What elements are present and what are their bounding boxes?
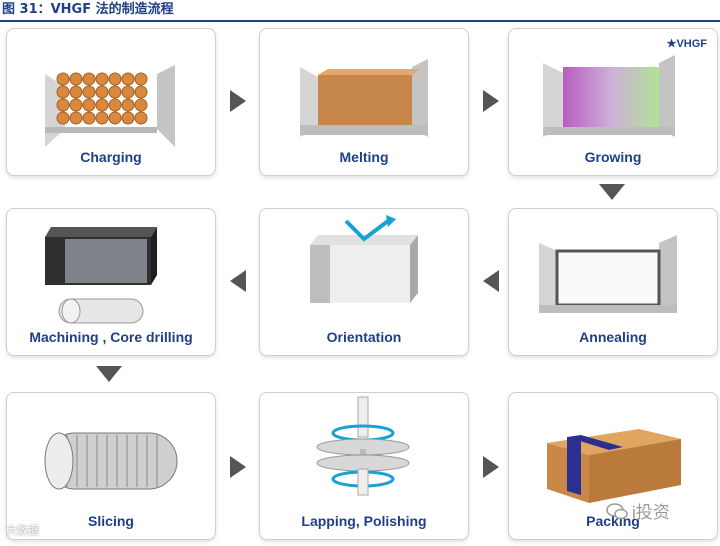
- step-charging: Charging: [6, 28, 216, 176]
- packing-illustration: [547, 429, 681, 503]
- arrow-right: [483, 456, 499, 478]
- step-machining: Machining , Core drilling: [6, 208, 216, 356]
- step-packing: Packing: [508, 392, 718, 540]
- wechat-icon: [606, 502, 628, 520]
- melting-illustration: [300, 59, 428, 137]
- title-rule: [0, 20, 720, 22]
- step-label: Charging: [80, 149, 142, 165]
- arrow-right: [483, 90, 499, 112]
- machining-illustration: [45, 227, 157, 324]
- step-annealing: Annealing: [508, 208, 718, 356]
- step-label: Orientation: [326, 329, 402, 345]
- step-melting: Melting: [259, 28, 469, 176]
- arrow-down: [599, 184, 625, 200]
- slicing-illustration: [44, 432, 178, 490]
- step-label: Machining , Core drilling: [29, 329, 193, 345]
- step-lapping: Lapping, Polishing: [259, 392, 469, 540]
- figure-title: 图 31：VHGF 法的制造流程: [2, 2, 174, 17]
- growing-illustration: [543, 55, 675, 137]
- watermark-left: 大数据: [6, 525, 39, 537]
- step-label: Lapping, Polishing: [301, 513, 427, 529]
- arrow-right: [230, 456, 246, 478]
- orientation-illustration: [310, 215, 418, 303]
- watermark-right: i投资: [606, 498, 670, 523]
- step-slicing: Slicing: [6, 392, 216, 540]
- watermark-text: i投资: [632, 503, 670, 522]
- vhgf-badge: ★VHGF: [666, 38, 707, 50]
- step-orientation: Orientation: [259, 208, 469, 356]
- charging-illustration: [45, 65, 175, 147]
- step-growing: ★VHGF Growing: [508, 28, 718, 176]
- lapping-illustration: [316, 396, 410, 496]
- step-label: Growing: [584, 149, 642, 165]
- annealing-illustration: [539, 235, 677, 313]
- arrow-down: [96, 366, 122, 382]
- step-label: Melting: [339, 149, 389, 165]
- arrow-left: [483, 270, 499, 292]
- step-label: Packing: [586, 513, 640, 529]
- step-label: Slicing: [88, 513, 134, 529]
- arrow-right: [230, 90, 246, 112]
- arrow-left: [230, 270, 246, 292]
- step-label: Annealing: [579, 329, 647, 345]
